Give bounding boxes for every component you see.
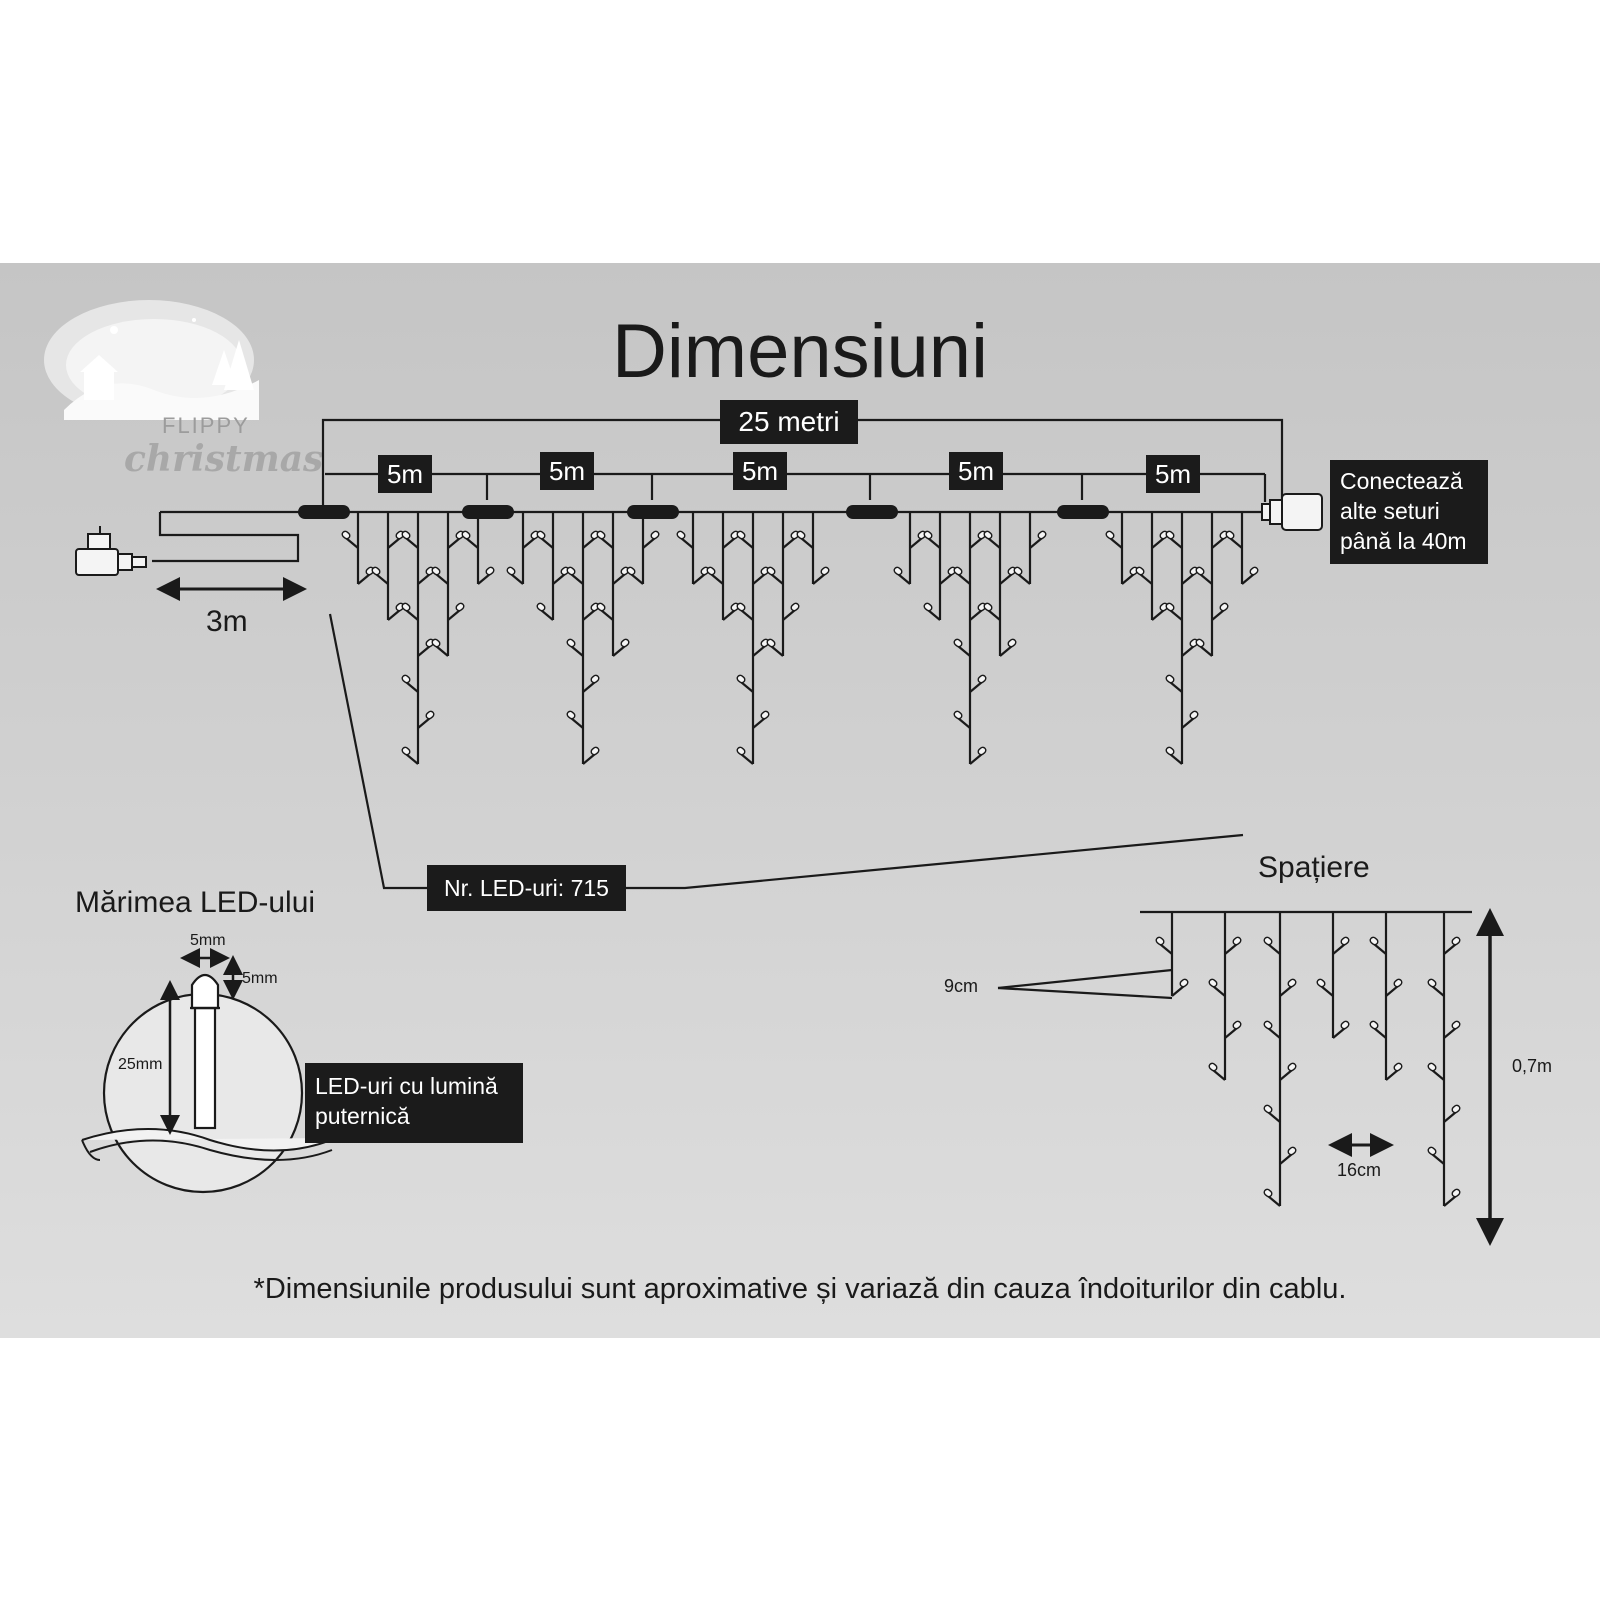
connect-note-line-2: alte seturi: [1340, 498, 1440, 524]
spacing-drop: [1316, 912, 1350, 1039]
segment-label-4: 5m: [949, 452, 1003, 490]
icicle-drop: [706, 512, 740, 621]
segment-label-3: 5m: [733, 452, 787, 490]
icicle-drop: [566, 512, 600, 765]
icicle-drop: [796, 512, 830, 585]
icicle-drop: [676, 512, 710, 585]
spacing-drop: [1427, 912, 1461, 1207]
logo-text-christmas: christmas: [124, 438, 324, 480]
spacing-detail: [997, 908, 1504, 1246]
segment-label-5: 5m: [1146, 455, 1200, 493]
logo-text-flippy: FLIPPY: [162, 413, 250, 438]
flippy-christmas-logo: [44, 300, 259, 420]
connect-note-line-1: Conectează: [1340, 468, 1463, 494]
icicle-drop: [1195, 512, 1229, 657]
spacing-heading: Spațiere: [1258, 851, 1370, 884]
cable-connectors: [298, 505, 1109, 519]
icicle-drop: [626, 512, 660, 585]
icicle-drop: [1135, 512, 1169, 621]
icicle-drop: [431, 512, 465, 657]
icicle-drop: [506, 512, 540, 585]
led-brightness-line-2: puternică: [315, 1103, 410, 1129]
icicle-drop: [736, 512, 770, 765]
icicle-drop: [1013, 512, 1047, 585]
end-connector: [1261, 493, 1323, 531]
segment-brackets: [325, 472, 1267, 502]
lead-cable: [152, 512, 300, 563]
led-count-label: Nr. LED-uri: 715: [427, 865, 626, 911]
icicle-drop: [461, 512, 495, 585]
icicle-drop: [923, 512, 957, 621]
icicle-drop: [893, 512, 927, 585]
led-brightness-note: LED-uri cu lumină puternică: [305, 1063, 523, 1143]
led-length-label: 25mm: [118, 1056, 163, 1073]
icicle-drop: [766, 512, 800, 657]
footnote: *Dimensiunile produsului sunt aproximati…: [253, 1273, 1347, 1305]
led-count-leader-left: [328, 613, 430, 890]
led-brightness-line-1: LED-uri cu lumină: [315, 1073, 498, 1099]
spacing-drop: [1369, 912, 1403, 1081]
horizontal-spacing-label: 16cm: [1337, 1160, 1382, 1180]
page-title: Dimensiuni: [612, 309, 988, 394]
spacing-drop: [1208, 912, 1242, 1081]
icicle-drop: [341, 512, 375, 585]
spacing-drop: [1263, 912, 1297, 1207]
icicle-drop: [536, 512, 570, 621]
icicle-drop: [371, 512, 405, 621]
led-width-label: 5mm: [190, 932, 226, 949]
icicle-drop: [1165, 512, 1199, 765]
icicle-drop: [596, 512, 630, 657]
segment-label-1: 5m: [378, 455, 432, 493]
led-height-label: 5mm: [242, 970, 278, 987]
power-adapter: [75, 526, 147, 576]
led-count-leader-right: [620, 833, 1244, 890]
icicle-drop: [1105, 512, 1139, 585]
total-length-label: 25 metri: [720, 400, 858, 444]
spacing-drop: [1155, 912, 1189, 997]
icicle-drop: [983, 512, 1017, 657]
icicle-drop: [953, 512, 987, 765]
icicle-drop: [1225, 512, 1259, 585]
led-size-heading: Mărimea LED-ului: [75, 886, 316, 919]
drop-length-label: 0,7m: [1512, 1056, 1553, 1076]
segment-label-2: 5m: [540, 452, 594, 490]
lead-cable-length: 3m: [206, 605, 248, 638]
vertical-spacing-label: 9cm: [944, 976, 979, 996]
connect-note: Conectează alte seturi până la 40m: [1330, 460, 1488, 564]
icicle-drop: [401, 512, 435, 765]
connect-note-line-3: până la 40m: [1340, 528, 1467, 554]
led-size-illustration: [81, 948, 337, 1194]
